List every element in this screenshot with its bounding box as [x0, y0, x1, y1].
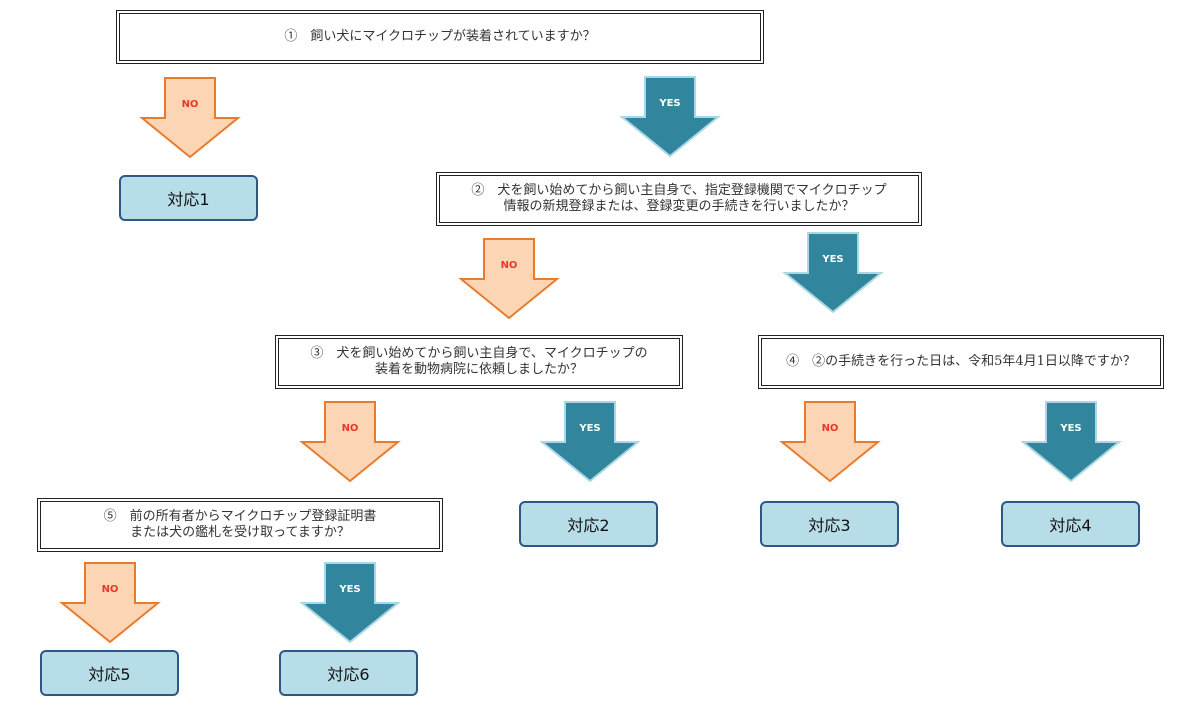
- result-1: 対応1: [119, 175, 258, 221]
- question-2-box: ② 犬を飼い始めてから飼い主自身で、指定登録機関でマイクロチップ 情報の新規登録…: [436, 172, 922, 226]
- question-1-text: ① 飼い犬にマイクロチップが装着されていますか？: [284, 29, 596, 44]
- down-arrow-icon: [458, 238, 560, 320]
- down-arrow-icon: [299, 401, 401, 483]
- yes-label: YES: [339, 584, 361, 595]
- down-arrow-icon: [139, 77, 241, 159]
- no-label: NO: [101, 584, 119, 595]
- question-2-text-line-2: 情報の新規登録または、登録変更の手続きを行いましたか？: [503, 199, 855, 214]
- question-3-box: ③ 犬を飼い始めてから飼い主自身で、マイクロチップの 装着を動物病院に依頼しまし…: [275, 335, 683, 389]
- q2-no-arrow: NO: [458, 238, 560, 320]
- question-3-text-line-2: 装着を動物病院に依頼しましたか？: [374, 362, 583, 377]
- down-arrow-icon: [619, 76, 721, 158]
- question-5-text-line-1: ⑤ 前の所有者からマイクロチップ登録証明書: [103, 509, 377, 524]
- question-5-box: ⑤ 前の所有者からマイクロチップ登録証明書 または犬の鑑札を受け取ってますか？: [37, 498, 443, 552]
- down-arrow-icon: [59, 562, 161, 644]
- q5-no-arrow: NO: [59, 562, 161, 644]
- question-4-text: ④ ②の手続きを行った日は、令和5年4月1日以降ですか？: [786, 354, 1136, 369]
- q1-yes-arrow: YES: [619, 76, 721, 158]
- result-4: 対応4: [1001, 501, 1140, 547]
- no-label: NO: [181, 99, 199, 110]
- yes-label: YES: [822, 254, 844, 265]
- q2-yes-arrow: YES: [782, 232, 884, 314]
- q4-yes-arrow: YES: [1020, 401, 1122, 483]
- q4-no-arrow: NO: [779, 401, 881, 483]
- yes-label: YES: [579, 423, 601, 434]
- q5-yes-arrow: YES: [299, 562, 401, 644]
- question-4-box: ④ ②の手続きを行った日は、令和5年4月1日以降ですか？: [758, 335, 1164, 389]
- result-3: 対応3: [760, 501, 899, 547]
- no-label: NO: [341, 423, 359, 434]
- result-6: 対応6: [279, 650, 418, 696]
- question-5-text-line-2: または犬の鑑札を受け取ってますか？: [130, 525, 350, 540]
- result-2: 対応2: [519, 501, 658, 547]
- question-3-text-line-1: ③ 犬を飼い始めてから飼い主自身で、マイクロチップの: [310, 346, 648, 361]
- down-arrow-icon: [299, 562, 401, 644]
- down-arrow-icon: [779, 401, 881, 483]
- down-arrow-icon: [1020, 401, 1122, 483]
- yes-label: YES: [659, 98, 681, 109]
- result-5: 対応5: [40, 650, 179, 696]
- q3-yes-arrow: YES: [539, 401, 641, 483]
- down-arrow-icon: [539, 401, 641, 483]
- q3-no-arrow: NO: [299, 401, 401, 483]
- down-arrow-icon: [782, 232, 884, 314]
- question-1-box: ① 飼い犬にマイクロチップが装着されていますか？: [116, 10, 764, 64]
- no-label: NO: [821, 423, 839, 434]
- yes-label: YES: [1060, 423, 1082, 434]
- question-2-text-line-1: ② 犬を飼い始めてから飼い主自身で、指定登録機関でマイクロチップ: [471, 183, 887, 198]
- q1-no-arrow: NO: [139, 77, 241, 159]
- no-label: NO: [500, 260, 518, 271]
